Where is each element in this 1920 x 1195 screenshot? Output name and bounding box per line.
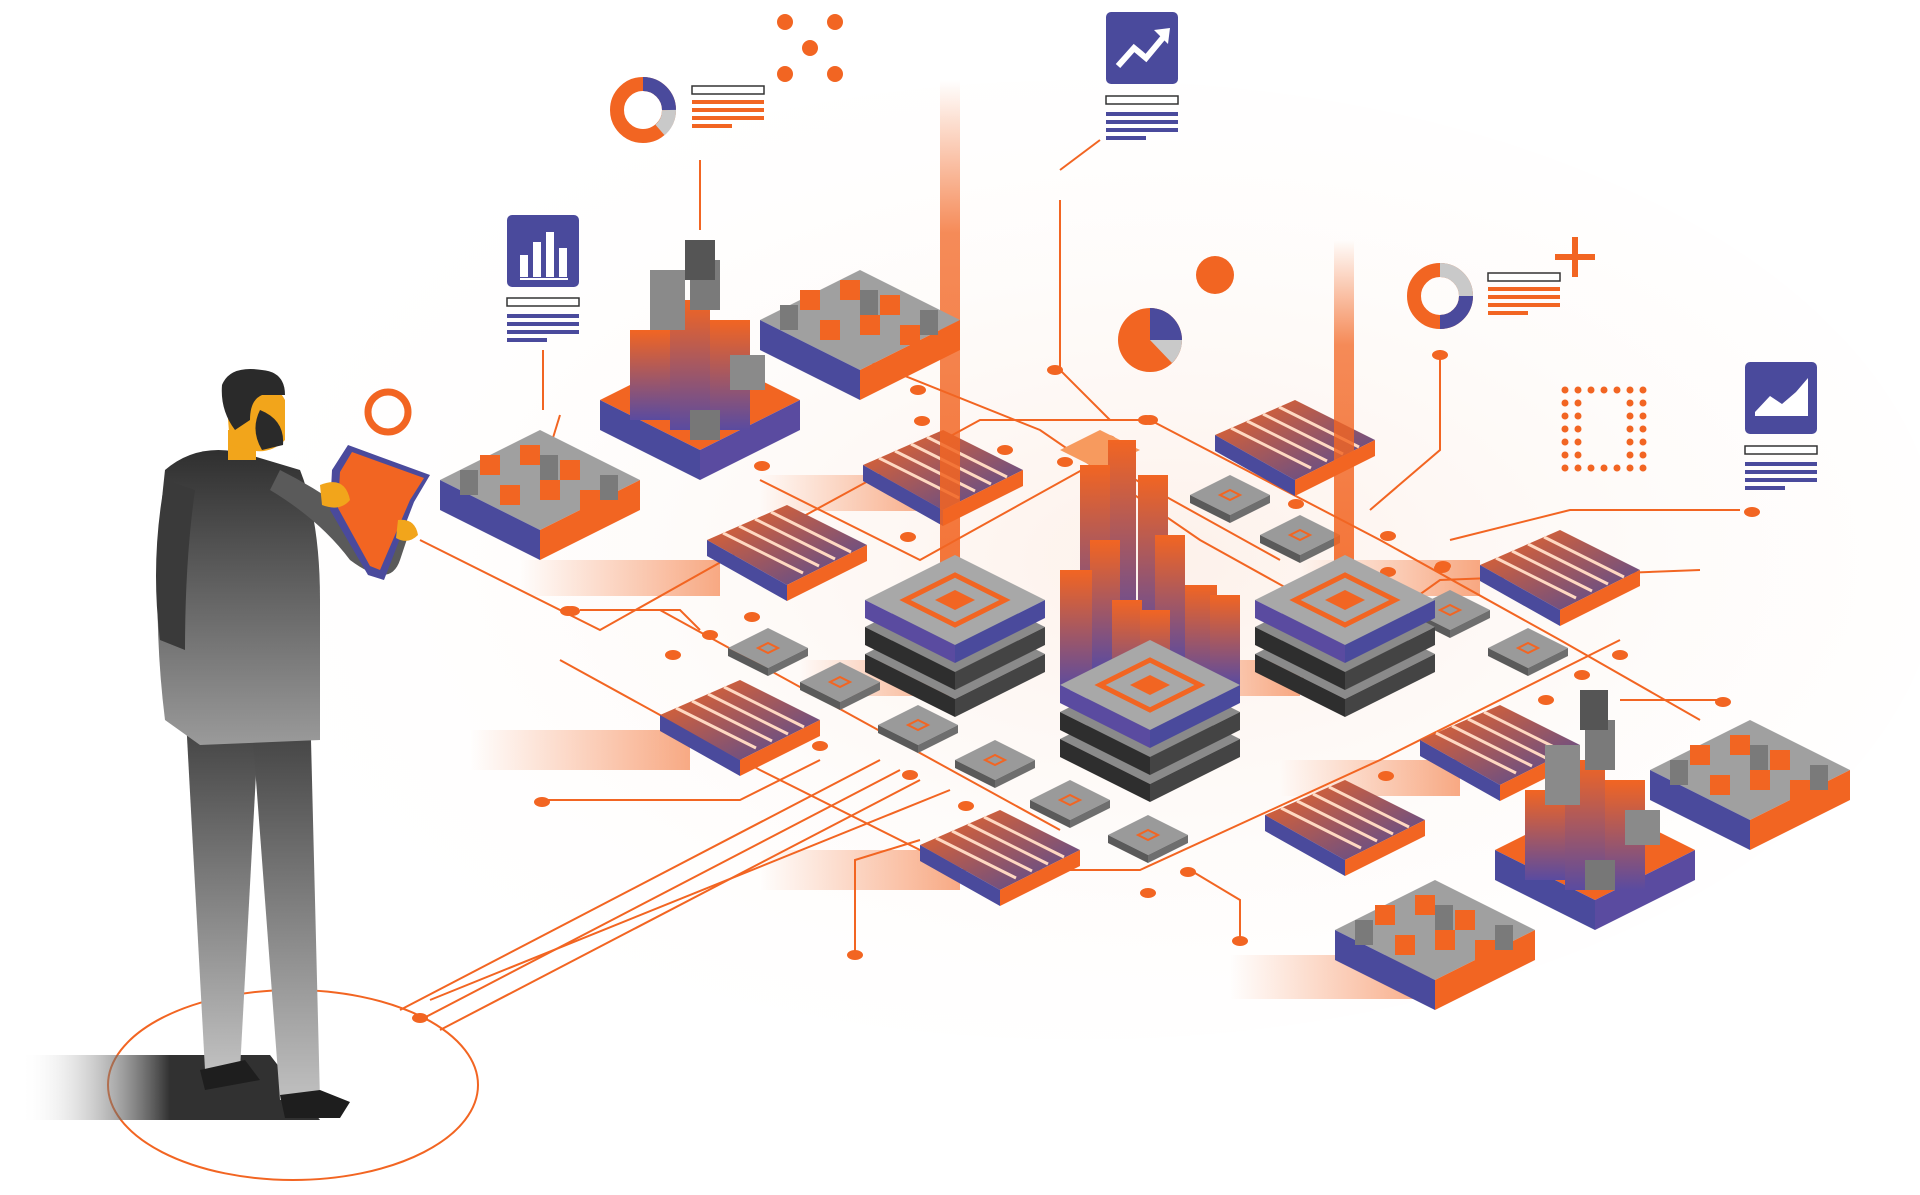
trend-up-card-icon [1105, 12, 1179, 140]
dots-cluster-icon [777, 14, 843, 82]
chip-pads [728, 475, 1568, 863]
city-block-top-left [600, 240, 800, 480]
processor-stack-left [865, 555, 1045, 717]
city-block-left-grid [440, 430, 640, 560]
background-glow [220, 80, 1920, 1040]
city-block-top-grid [760, 270, 960, 400]
dot-grid-icon [1561, 386, 1647, 472]
city-block-bottom-grid [1335, 880, 1535, 1010]
pie-chart-icon [1118, 256, 1234, 372]
processor-stack-center [1060, 640, 1240, 802]
striped-block [660, 680, 820, 776]
plus-icon [1555, 237, 1595, 277]
city-block-right-grid [1650, 720, 1850, 850]
trace-nodes [412, 350, 1760, 1023]
striped-block [1480, 530, 1640, 626]
area-chart-card-icon [1744, 362, 1818, 490]
striped-block [1265, 780, 1425, 876]
striped-block [920, 810, 1080, 906]
light-beam-right [1334, 240, 1354, 590]
bar-chart-card-icon [506, 215, 580, 410]
donut-chart-icon [1407, 263, 1561, 329]
striped-block [707, 505, 867, 601]
man-holding-tablet [20, 369, 430, 1120]
city-block-bottom-right [1495, 690, 1695, 930]
ring-icon [364, 388, 412, 436]
donut-chart-icon [610, 77, 765, 143]
processor-stack-right [1255, 555, 1435, 717]
